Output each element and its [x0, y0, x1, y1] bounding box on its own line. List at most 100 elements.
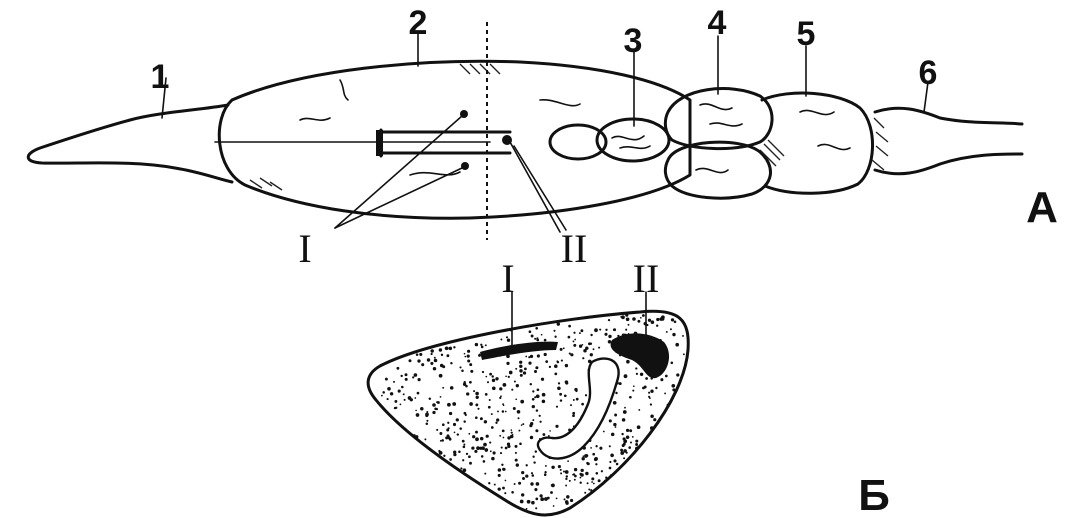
stipple-dot [629, 396, 631, 398]
stipple-dot [563, 347, 565, 349]
stipple-dot [534, 338, 536, 340]
stipple-dot [628, 324, 630, 326]
stipple-dot [485, 344, 487, 346]
stipple-dot [531, 335, 534, 338]
stipple-dot [416, 413, 420, 417]
stipple-dot [635, 447, 638, 450]
stipple-dot [664, 392, 666, 394]
stipple-dot [568, 325, 571, 328]
stipple-dot [447, 403, 451, 407]
stipple-dot [453, 346, 455, 348]
stipple-dot [579, 332, 581, 334]
stipple-dot [623, 457, 625, 459]
stipple-dot [583, 349, 587, 353]
stipple-dot [492, 379, 495, 382]
stipple-dot [511, 491, 514, 494]
stipple-dot [500, 452, 502, 454]
stipple-dot [491, 457, 495, 461]
stipple-dot [565, 485, 567, 487]
stipple-dot [604, 333, 607, 336]
stipple-dot [637, 320, 640, 323]
stipple-dot [437, 401, 440, 404]
stipple-dot [505, 376, 507, 378]
stipple-dot [526, 508, 528, 510]
stipple-dot [416, 353, 419, 356]
stipple-dot [489, 373, 492, 376]
stipple-dot [613, 423, 616, 426]
stipple-dot [610, 453, 614, 457]
stipple-dot [623, 449, 627, 453]
stipple-dot [572, 412, 575, 415]
stipple-dot [532, 398, 535, 401]
stipple-dot [515, 459, 518, 462]
stipple-dot [544, 353, 547, 356]
stipple-dot [432, 411, 435, 414]
stipple-dot [489, 442, 491, 444]
stipple-dot [462, 459, 464, 461]
stipple-dot [622, 444, 625, 447]
stipple-dot [475, 416, 478, 419]
stipple-dot [484, 473, 486, 475]
stipple-dot [560, 469, 562, 471]
stipple-dot [502, 410, 505, 413]
stipple-dot [515, 452, 517, 454]
stipple-dot [486, 435, 489, 438]
stipple-dot [410, 398, 413, 401]
stipple-dot [644, 386, 647, 389]
stipple-dot [507, 339, 510, 342]
stipple-dot [672, 388, 675, 391]
stipple-dot [394, 407, 396, 409]
stipple-dot [610, 474, 612, 476]
stipple-dot [534, 488, 537, 491]
stipple-dot [436, 429, 438, 431]
stipple-dot [650, 390, 653, 393]
stipple-dot [403, 393, 405, 395]
stipple-dot [574, 479, 576, 481]
stipple-dot [656, 318, 659, 321]
label-region-i: I [298, 226, 311, 271]
stipple-dot [530, 383, 532, 385]
stipple-dot [650, 403, 652, 405]
stipple-dot [499, 435, 501, 437]
stipple-dot [431, 353, 433, 355]
stipple-dot [456, 418, 459, 421]
stipple-dot [524, 368, 527, 371]
stipple-dot [488, 482, 490, 484]
stipple-dot [498, 474, 501, 477]
stipple-dot [676, 373, 679, 376]
stipple-dot [609, 461, 611, 463]
stipple-dot [447, 422, 449, 424]
stipple-dot [418, 378, 421, 381]
stipple-dot [580, 329, 583, 332]
stipple-dot [421, 363, 424, 366]
stipple-dot [534, 370, 537, 373]
central-tube [380, 130, 510, 156]
stipple-dot [570, 353, 573, 356]
stipple-dot [475, 431, 478, 434]
stipple-dot [429, 397, 431, 399]
stipple-dot [506, 336, 508, 338]
stipple-dot [469, 402, 473, 406]
stipple-dot [470, 370, 473, 373]
stipple-dot [440, 396, 442, 398]
stipple-dot [471, 446, 474, 449]
stipple-dot [515, 368, 517, 370]
stipple-dot [453, 453, 456, 456]
stipple-dot [671, 384, 675, 388]
stipple-dot [557, 387, 561, 391]
stipple-dot [401, 386, 404, 389]
stipple-dot [521, 471, 524, 474]
stipple-dot [560, 348, 563, 351]
stipple-dot [645, 377, 648, 380]
stipple-dot [449, 438, 452, 441]
stipple-dot [385, 378, 388, 381]
stipple-dot [608, 340, 612, 344]
stipple-dot [439, 348, 442, 351]
stipple-dot [491, 426, 494, 429]
stipple-dot [520, 500, 524, 504]
stipple-dot [545, 465, 547, 467]
stipple-dot [630, 441, 632, 443]
medulla-outline [875, 108, 1022, 174]
stipple-dot [682, 335, 684, 337]
stipple-dot [594, 458, 597, 461]
